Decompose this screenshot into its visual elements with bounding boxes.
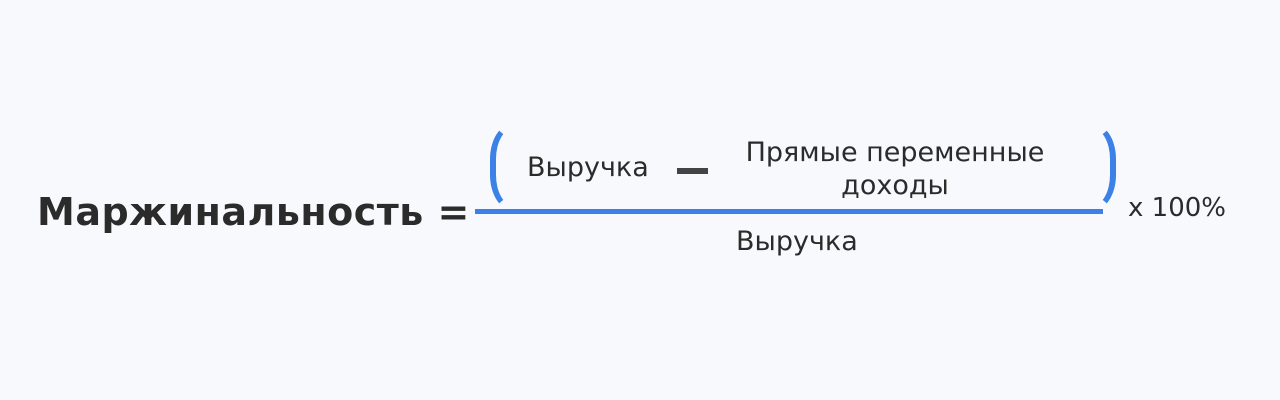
numerator-term-variable-costs: Прямые переменные доходы <box>730 136 1060 202</box>
right-parenthesis <box>1092 123 1116 211</box>
left-parenthesis <box>490 123 514 211</box>
denominator-revenue: Выручка <box>736 226 858 257</box>
multiplier: x 100% <box>1128 193 1226 223</box>
variable-costs-line-2: доходы <box>841 170 949 201</box>
minus-sign-icon <box>677 168 708 174</box>
numerator-term-revenue: Выручка <box>527 152 649 183</box>
variable-costs-line-1: Прямые переменные <box>745 137 1045 168</box>
formula-lhs: Маржинальность = <box>37 190 470 234</box>
fraction-bar <box>475 209 1103 214</box>
